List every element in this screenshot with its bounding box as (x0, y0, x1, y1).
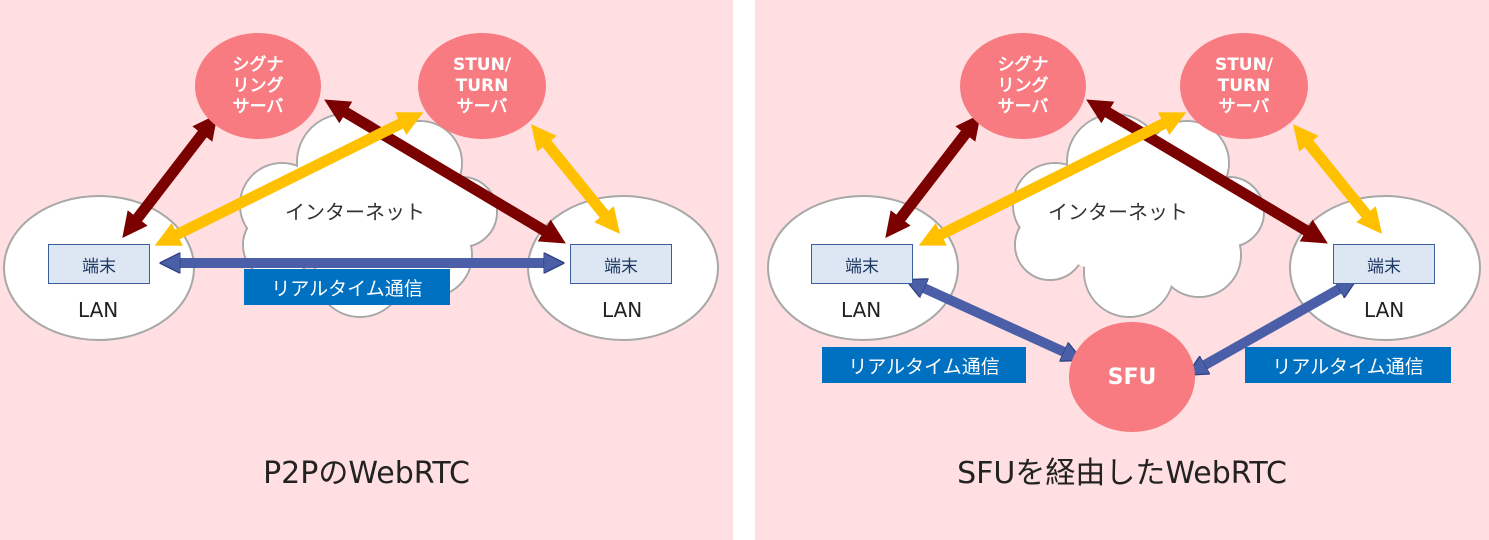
stun-line-1: STUN/ (452, 54, 512, 75)
caption-p2p: P2PのWebRTC (263, 456, 470, 491)
signaling-server: シグナ リング サーバ (195, 33, 321, 139)
stun-line-3: サーバ (456, 96, 508, 117)
sfu-stun-line-3: サーバ (1218, 96, 1270, 117)
sfu-server: SFU (1069, 322, 1195, 432)
sfu-terminal-left: 端末 (811, 244, 913, 284)
sfu-diagram-graphics (767, 99, 1481, 540)
realtime-label-right: リアルタイム通信 (1245, 347, 1451, 383)
signaling-arrow-left (122, 113, 218, 239)
caption-sfu: SFUを経由したWebRTC (957, 456, 1287, 491)
sfu-stun-arrow-right (1293, 124, 1382, 234)
lan-label-left: LAN (78, 298, 119, 322)
sfu-lan-label-left: LAN (841, 298, 882, 322)
sfu-panel: シグナ リング サーバ STUN/ TURN サーバ インターネット 端末 端末… (755, 0, 1489, 540)
sfu-lan-label-right: LAN (1364, 298, 1405, 322)
realtime-label-left: リアルタイム通信 (822, 347, 1026, 383)
sfu-signaling-line-1: シグナ (997, 54, 1049, 75)
p2p-panel: シグナ リング サーバ STUN/ TURN サーバ インターネット 端末 端末… (0, 0, 733, 540)
internet-label: インターネット (285, 200, 425, 224)
stun-arrow-right (531, 124, 620, 234)
sfu-stun-turn-server: STUN/ TURN サーバ (1180, 33, 1308, 139)
signaling-line-3: サーバ (232, 96, 284, 117)
sfu-signaling-arrow-left (885, 113, 981, 239)
sfu-stun-line-1: STUN/ (1214, 54, 1274, 75)
terminal-left: 端末 (48, 244, 150, 284)
sfu-signaling-line-3: サーバ (997, 96, 1049, 117)
sfu-terminal-right: 端末 (1333, 244, 1435, 284)
sfu-stun-arrow-left (918, 112, 1187, 246)
sfu-stun-line-2: TURN (1217, 75, 1271, 96)
sfu-internet-label: インターネット (1048, 200, 1188, 224)
sfu-signaling-server: シグナ リング サーバ (960, 33, 1086, 139)
lan-label-right: LAN (602, 298, 643, 322)
signaling-line-2: リング (232, 75, 284, 96)
sfu-signaling-line-2: リング (997, 75, 1049, 96)
sfu-realtime-arrow-right (1196, 284, 1348, 370)
signaling-line-1: シグナ (232, 54, 284, 75)
terminal-right: 端末 (570, 244, 672, 284)
stun-line-2: TURN (455, 75, 509, 96)
sfu-realtime-arrow-left (915, 284, 1073, 356)
stun-turn-server: STUN/ TURN サーバ (418, 33, 546, 139)
stun-arrow-left (154, 112, 424, 246)
realtime-label: リアルタイム通信 (244, 269, 450, 305)
sfu-server-label: SFU (1107, 364, 1157, 390)
